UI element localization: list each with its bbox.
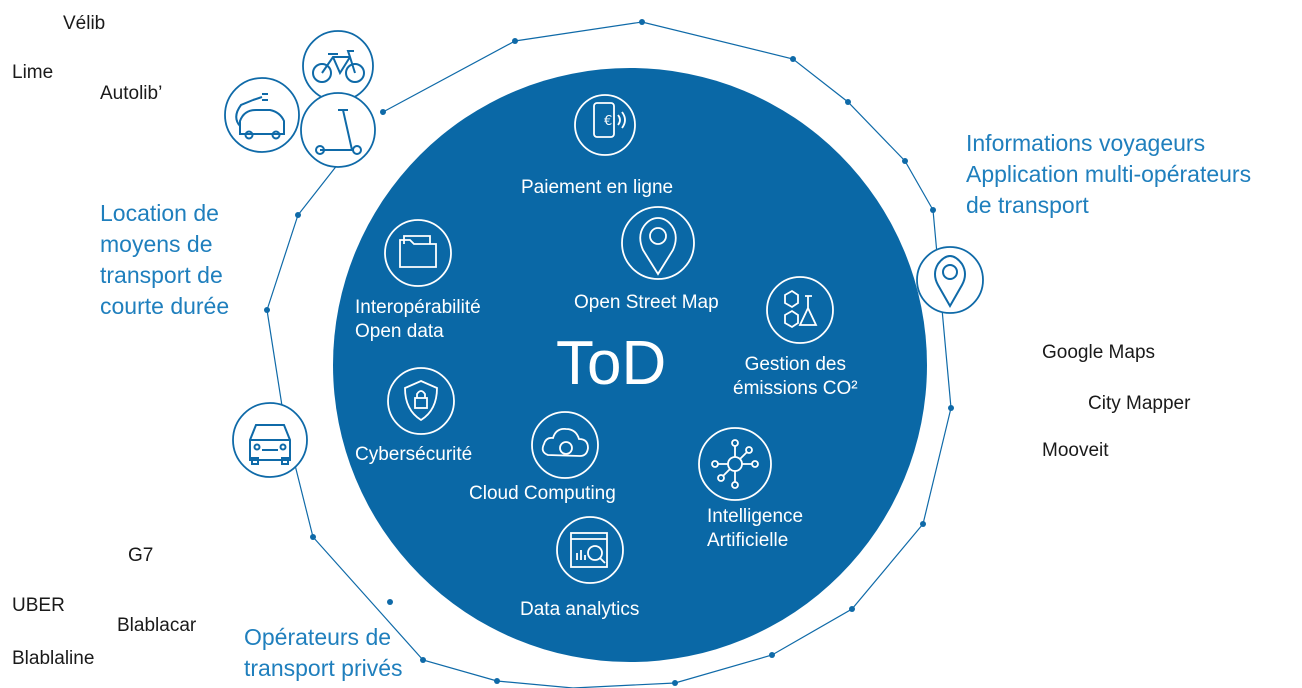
ring-nodes — [264, 19, 954, 686]
network-nodes-icon — [698, 427, 772, 501]
service-city-mapper: City Mapper — [1088, 393, 1191, 414]
folder-icon — [384, 219, 452, 287]
map-pin-icon — [916, 246, 984, 314]
service-autolib: Autolib’ — [100, 83, 163, 104]
feature-co2-label: Gestion des émissions CO² — [733, 354, 858, 399]
category-location: Location de moyens de transport de court… — [100, 200, 230, 319]
service-velib: Vélib — [63, 13, 106, 34]
electric-car-icon — [224, 77, 300, 153]
feature-interop-label: Interopérabilité Open data — [355, 297, 481, 342]
category-operateurs-prives: Opérateurs de transport privés — [244, 624, 403, 681]
service-blablaline: Blablaline — [12, 648, 95, 669]
service-uber: UBER — [12, 595, 65, 616]
cloud-gear-icon — [531, 411, 599, 479]
service-lime: Lime — [12, 62, 54, 83]
hub-title: ToD — [556, 329, 667, 398]
service-mooveit: Mooveit — [1042, 440, 1109, 461]
service-blablacar: Blablacar — [117, 615, 197, 636]
feature-analytics-label: Data analytics — [520, 599, 640, 620]
feature-cloud-label: Cloud Computing — [469, 483, 616, 504]
feature-osm-label: Open Street Map — [574, 292, 719, 313]
molecule-flask-icon — [766, 276, 834, 344]
category-infos-voyageurs: Informations voyageurs Application multi… — [966, 130, 1252, 218]
svg-text:€: € — [604, 114, 612, 129]
feature-cyber-label: Cybersécurité — [355, 444, 473, 465]
service-google-maps: Google Maps — [1042, 342, 1156, 363]
map-pin-icon — [621, 206, 695, 280]
analytics-screen-icon — [556, 516, 624, 584]
kick-scooter-icon — [300, 92, 376, 168]
feature-payment-label: Paiement en ligne — [521, 177, 674, 198]
car-icon — [232, 402, 308, 478]
feature-ia-label: Intelligence Artificielle — [707, 506, 804, 551]
shield-lock-icon — [387, 367, 455, 435]
service-g7: G7 — [128, 545, 154, 566]
bicycle-icon — [302, 30, 374, 102]
tod-hub-circle — [333, 68, 927, 662]
contactless-payment-icon: € — [574, 94, 636, 156]
